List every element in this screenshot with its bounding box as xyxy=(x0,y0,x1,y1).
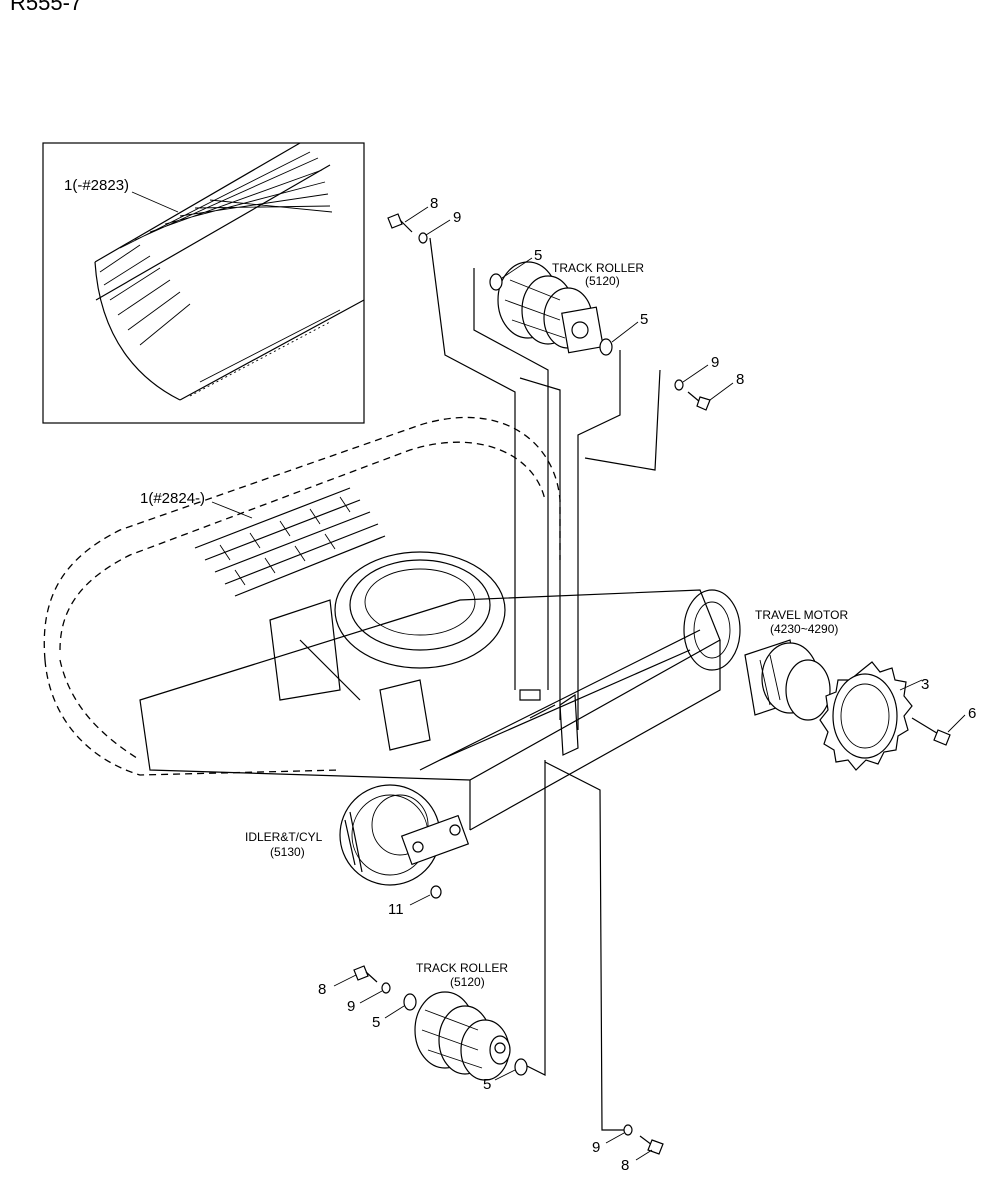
callout-sprocket-3: 3 xyxy=(921,676,929,693)
idler-label-group: IDLER&T/CYL (5130) 11 xyxy=(245,830,442,918)
callout-bolt-8-right: 8 xyxy=(736,371,744,388)
callout-bolt-8-lower: 8 xyxy=(318,981,326,998)
washer-icon xyxy=(623,1124,633,1136)
callout-track-new: 1(#2824-) xyxy=(140,490,205,507)
callout-bolt-8-top: 8 xyxy=(430,195,438,212)
callout-washer-5-lower-b: 5 xyxy=(483,1076,491,1093)
washer-icon xyxy=(381,982,391,994)
bolt-group-right: 9 8 xyxy=(674,354,744,411)
washer-icon xyxy=(418,232,428,244)
bolt-icon xyxy=(353,965,369,981)
bolt-icon xyxy=(696,396,711,411)
idler-ref: (5130) xyxy=(270,845,305,859)
callout-bolt-6: 6 xyxy=(968,705,976,722)
callout-washer-9-lower: 9 xyxy=(347,998,355,1015)
callout-plug-11: 11 xyxy=(388,901,404,918)
callout-track-old: 1(-#2823) xyxy=(64,177,129,194)
washer-icon xyxy=(403,993,417,1011)
track-frame xyxy=(139,551,741,886)
bolt-group-lower: 8 9 xyxy=(318,965,391,1015)
idler-name: IDLER&T/CYL xyxy=(245,830,323,844)
washer-icon xyxy=(489,273,503,291)
bolt-group-top: 8 9 xyxy=(387,195,461,244)
track-chain: 1(#2824-) xyxy=(43,416,561,776)
track-shoe-inset: 1(-#2823) xyxy=(42,142,365,424)
track-roller-bottom: 5 5 TRACK ROLLER (5120) xyxy=(372,961,528,1093)
assembly-lines xyxy=(429,237,661,1131)
callout-washer-9-bottom: 9 xyxy=(592,1139,600,1156)
callout-washer-5-top-a: 5 xyxy=(534,247,542,264)
travel-motor-ref: (4230~4290) xyxy=(770,622,838,636)
track-roller-bottom-name: TRACK ROLLER xyxy=(416,961,508,975)
washer-icon xyxy=(674,379,684,391)
callout-washer-5-lower-a: 5 xyxy=(372,1014,380,1031)
bolt-icon xyxy=(933,729,951,746)
bolt-group-bottom: 9 8 xyxy=(592,1124,664,1174)
callout-washer-5-top-b: 5 xyxy=(640,311,648,328)
plug-icon xyxy=(430,885,442,899)
track-roller-bottom-ref: (5120) xyxy=(450,975,485,989)
page-title: R555-7 xyxy=(10,0,83,15)
callout-bolt-8-bottom: 8 xyxy=(621,1157,629,1174)
washer-icon xyxy=(514,1058,528,1076)
travel-motor-name: TRAVEL MOTOR xyxy=(755,608,848,622)
track-roller-top-ref: (5120) xyxy=(585,274,620,288)
travel-motor-assembly: 3 6 TRAVEL MOTOR (4230~4290) xyxy=(744,608,976,771)
washer-icon xyxy=(599,338,613,356)
bolt-icon xyxy=(387,213,403,229)
track-roller-top: 5 5 TRACK ROLLER (5120) xyxy=(489,247,648,356)
track-roller-top-name: TRACK ROLLER xyxy=(552,261,644,275)
callout-washer-9-right: 9 xyxy=(711,354,719,371)
sprocket xyxy=(819,661,913,771)
track-shoes-detail xyxy=(194,487,386,597)
callout-washer-9-top: 9 xyxy=(453,209,461,226)
bolt-icon xyxy=(647,1139,664,1155)
